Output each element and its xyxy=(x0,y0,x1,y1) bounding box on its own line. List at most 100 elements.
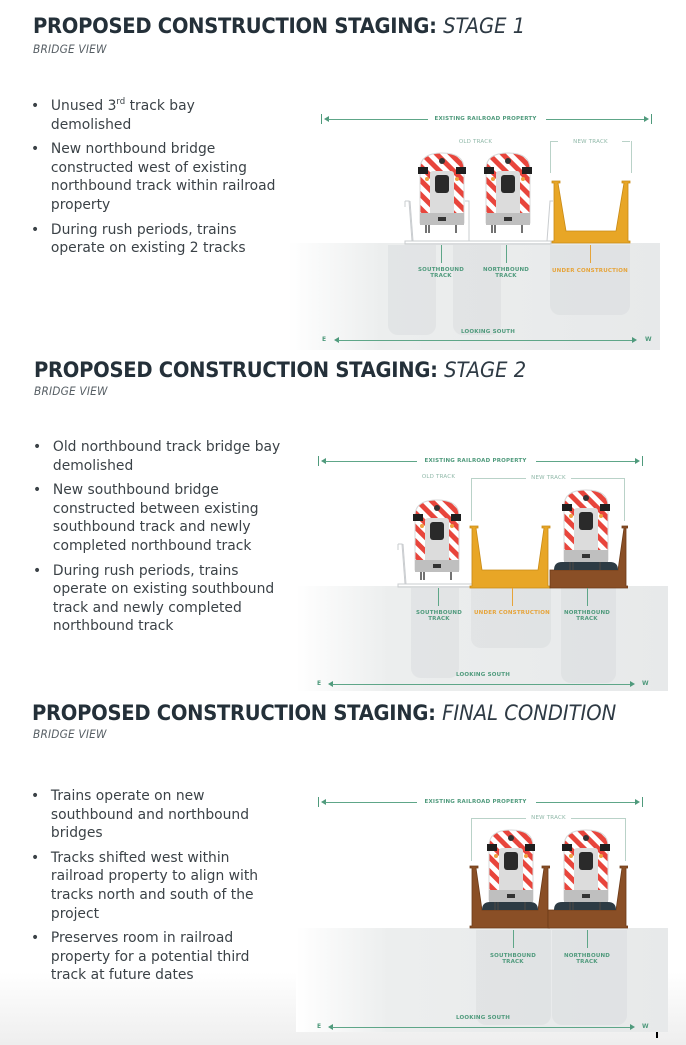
bullet-item: Trains operate on new southbound and nor… xyxy=(30,787,287,843)
property-label: EXISTING RAILROAD PROPERTY xyxy=(424,458,527,464)
arrow-left-icon xyxy=(328,681,333,687)
property-line xyxy=(328,119,428,120)
old-track-label: OLD TRACK xyxy=(421,474,456,480)
arrow-right-icon xyxy=(630,681,635,687)
bullet-list: Old northbound track bridge bay demolish… xyxy=(32,438,302,642)
section-title: PROPOSED CONSTRUCTION STAGING: STAGE 1 xyxy=(33,14,525,38)
property-label: EXISTING RAILROAD PROPERTY xyxy=(434,116,537,122)
bridge-diagram: EXISTING RAILROAD PROPERTY OLD TRACK NEW… xyxy=(296,448,668,693)
leader-line xyxy=(587,930,588,948)
new-track-label: NEW TRACK xyxy=(526,475,571,481)
train-northbound xyxy=(482,151,534,236)
train-icon xyxy=(562,489,610,570)
property-line xyxy=(325,461,417,462)
section-subtitle: BRIDGE VIEW xyxy=(33,727,107,741)
text-cursor-mark xyxy=(656,1032,658,1038)
arrow-left-icon xyxy=(334,337,339,343)
property-boundary-right xyxy=(651,114,652,124)
arrow-left-icon xyxy=(321,458,326,464)
bullet-list: Unused 3rd track bay demolished New nort… xyxy=(30,97,290,264)
under-construction-label: UNDER CONSTRUCTION xyxy=(552,268,628,274)
bridge-under-construction xyxy=(469,525,551,589)
east-label: E xyxy=(322,336,327,343)
bullet-item: Unused 3rd track bay demolished xyxy=(30,97,277,134)
title-main: PROPOSED CONSTRUCTION STAGING: xyxy=(34,358,438,382)
title-stage: STAGE 2 xyxy=(444,358,527,382)
ground-area xyxy=(288,243,660,350)
leader-line xyxy=(512,588,513,606)
train-icon xyxy=(487,829,535,910)
looking-south-label: LOOKING SOUTH xyxy=(455,1015,511,1021)
arrow-right-icon xyxy=(630,1024,635,1030)
bridge-under-construction xyxy=(551,180,631,244)
direction-line xyxy=(332,1027,630,1028)
pier-shadow xyxy=(471,588,551,648)
arrow-left-icon xyxy=(324,116,329,122)
bullet-item: New southbound bridge constructed betwee… xyxy=(32,481,289,555)
train-southbound xyxy=(485,828,537,913)
bullet-item: Tracks shifted west within railroad prop… xyxy=(30,849,287,923)
old-bridge-outline xyxy=(404,200,553,245)
pier-shadow xyxy=(411,588,459,678)
train-southbound xyxy=(411,498,463,583)
arrow-right-icon xyxy=(635,799,640,805)
leader-line xyxy=(590,245,591,263)
old-track-label: OLD TRACK xyxy=(458,139,493,145)
property-line xyxy=(546,119,646,120)
bullet-item: During rush periods, trains operate on e… xyxy=(32,562,289,636)
pier-shadow xyxy=(388,245,436,335)
arrow-right-icon xyxy=(644,116,649,122)
west-label: W xyxy=(642,680,649,687)
title-main: PROPOSED CONSTRUCTION STAGING: xyxy=(33,14,437,38)
direction-line xyxy=(332,684,630,685)
new-track-label: NEW TRACK xyxy=(526,815,571,821)
arrow-right-icon xyxy=(632,337,637,343)
leader-line xyxy=(441,245,442,263)
section-title: PROPOSED CONSTRUCTION STAGING: FINAL CON… xyxy=(32,701,616,725)
ground-area xyxy=(296,586,668,691)
stage-1-section: PROPOSED CONSTRUCTION STAGING: STAGE 1 B… xyxy=(0,0,686,350)
section-subtitle: BRIDGE VIEW xyxy=(34,384,108,398)
property-boundary-right xyxy=(642,797,643,807)
property-line xyxy=(325,802,417,803)
train-icon xyxy=(418,152,466,233)
pier-shadow xyxy=(561,588,616,683)
property-boundary-left xyxy=(318,797,319,807)
train-northbound xyxy=(560,828,612,913)
direction-line xyxy=(338,340,632,341)
east-label: E xyxy=(317,680,322,687)
new-track-bracket xyxy=(550,141,632,173)
train-icon xyxy=(413,499,461,580)
west-label: W xyxy=(645,336,652,343)
property-boundary-left xyxy=(318,456,319,466)
arrow-left-icon xyxy=(321,799,326,805)
final-condition-section: PROPOSED CONSTRUCTION STAGING: FINAL CON… xyxy=(0,695,686,1045)
property-boundary-right xyxy=(642,456,643,466)
bracket-line xyxy=(550,141,558,142)
bullet-list: Trains operate on new southbound and nor… xyxy=(30,787,300,991)
bullet-item: During rush periods, trains operate on e… xyxy=(30,221,277,258)
bridge-diagram: EXISTING RAILROAD PROPERTY OLD TRACK NEW… xyxy=(288,105,660,350)
bullet-item: New northbound bridge constructed west o… xyxy=(30,140,277,214)
ground-area xyxy=(296,928,668,1032)
new-southbound-bridge xyxy=(469,865,550,929)
looking-south-label: LOOKING SOUTH xyxy=(455,672,511,678)
east-label: E xyxy=(317,1023,322,1030)
pier-shadow xyxy=(453,245,501,335)
title-stage: FINAL CONDITION xyxy=(442,701,617,725)
bridge-diagram: EXISTING RAILROAD PROPERTY NEW TRACK xyxy=(296,790,668,1035)
arrow-left-icon xyxy=(328,1024,333,1030)
property-line xyxy=(536,461,636,462)
bullet-item: Preserves room in railroad property for … xyxy=(30,929,287,985)
under-construction-label: UNDER CONSTRUCTION xyxy=(474,610,550,616)
bracket-line xyxy=(622,141,630,142)
section-title: PROPOSED CONSTRUCTION STAGING: STAGE 2 xyxy=(34,358,526,382)
title-stage: STAGE 1 xyxy=(443,14,526,38)
train-northbound xyxy=(560,488,612,573)
property-line xyxy=(536,802,636,803)
pier-shadow xyxy=(552,930,627,1025)
leader-line xyxy=(587,588,588,606)
